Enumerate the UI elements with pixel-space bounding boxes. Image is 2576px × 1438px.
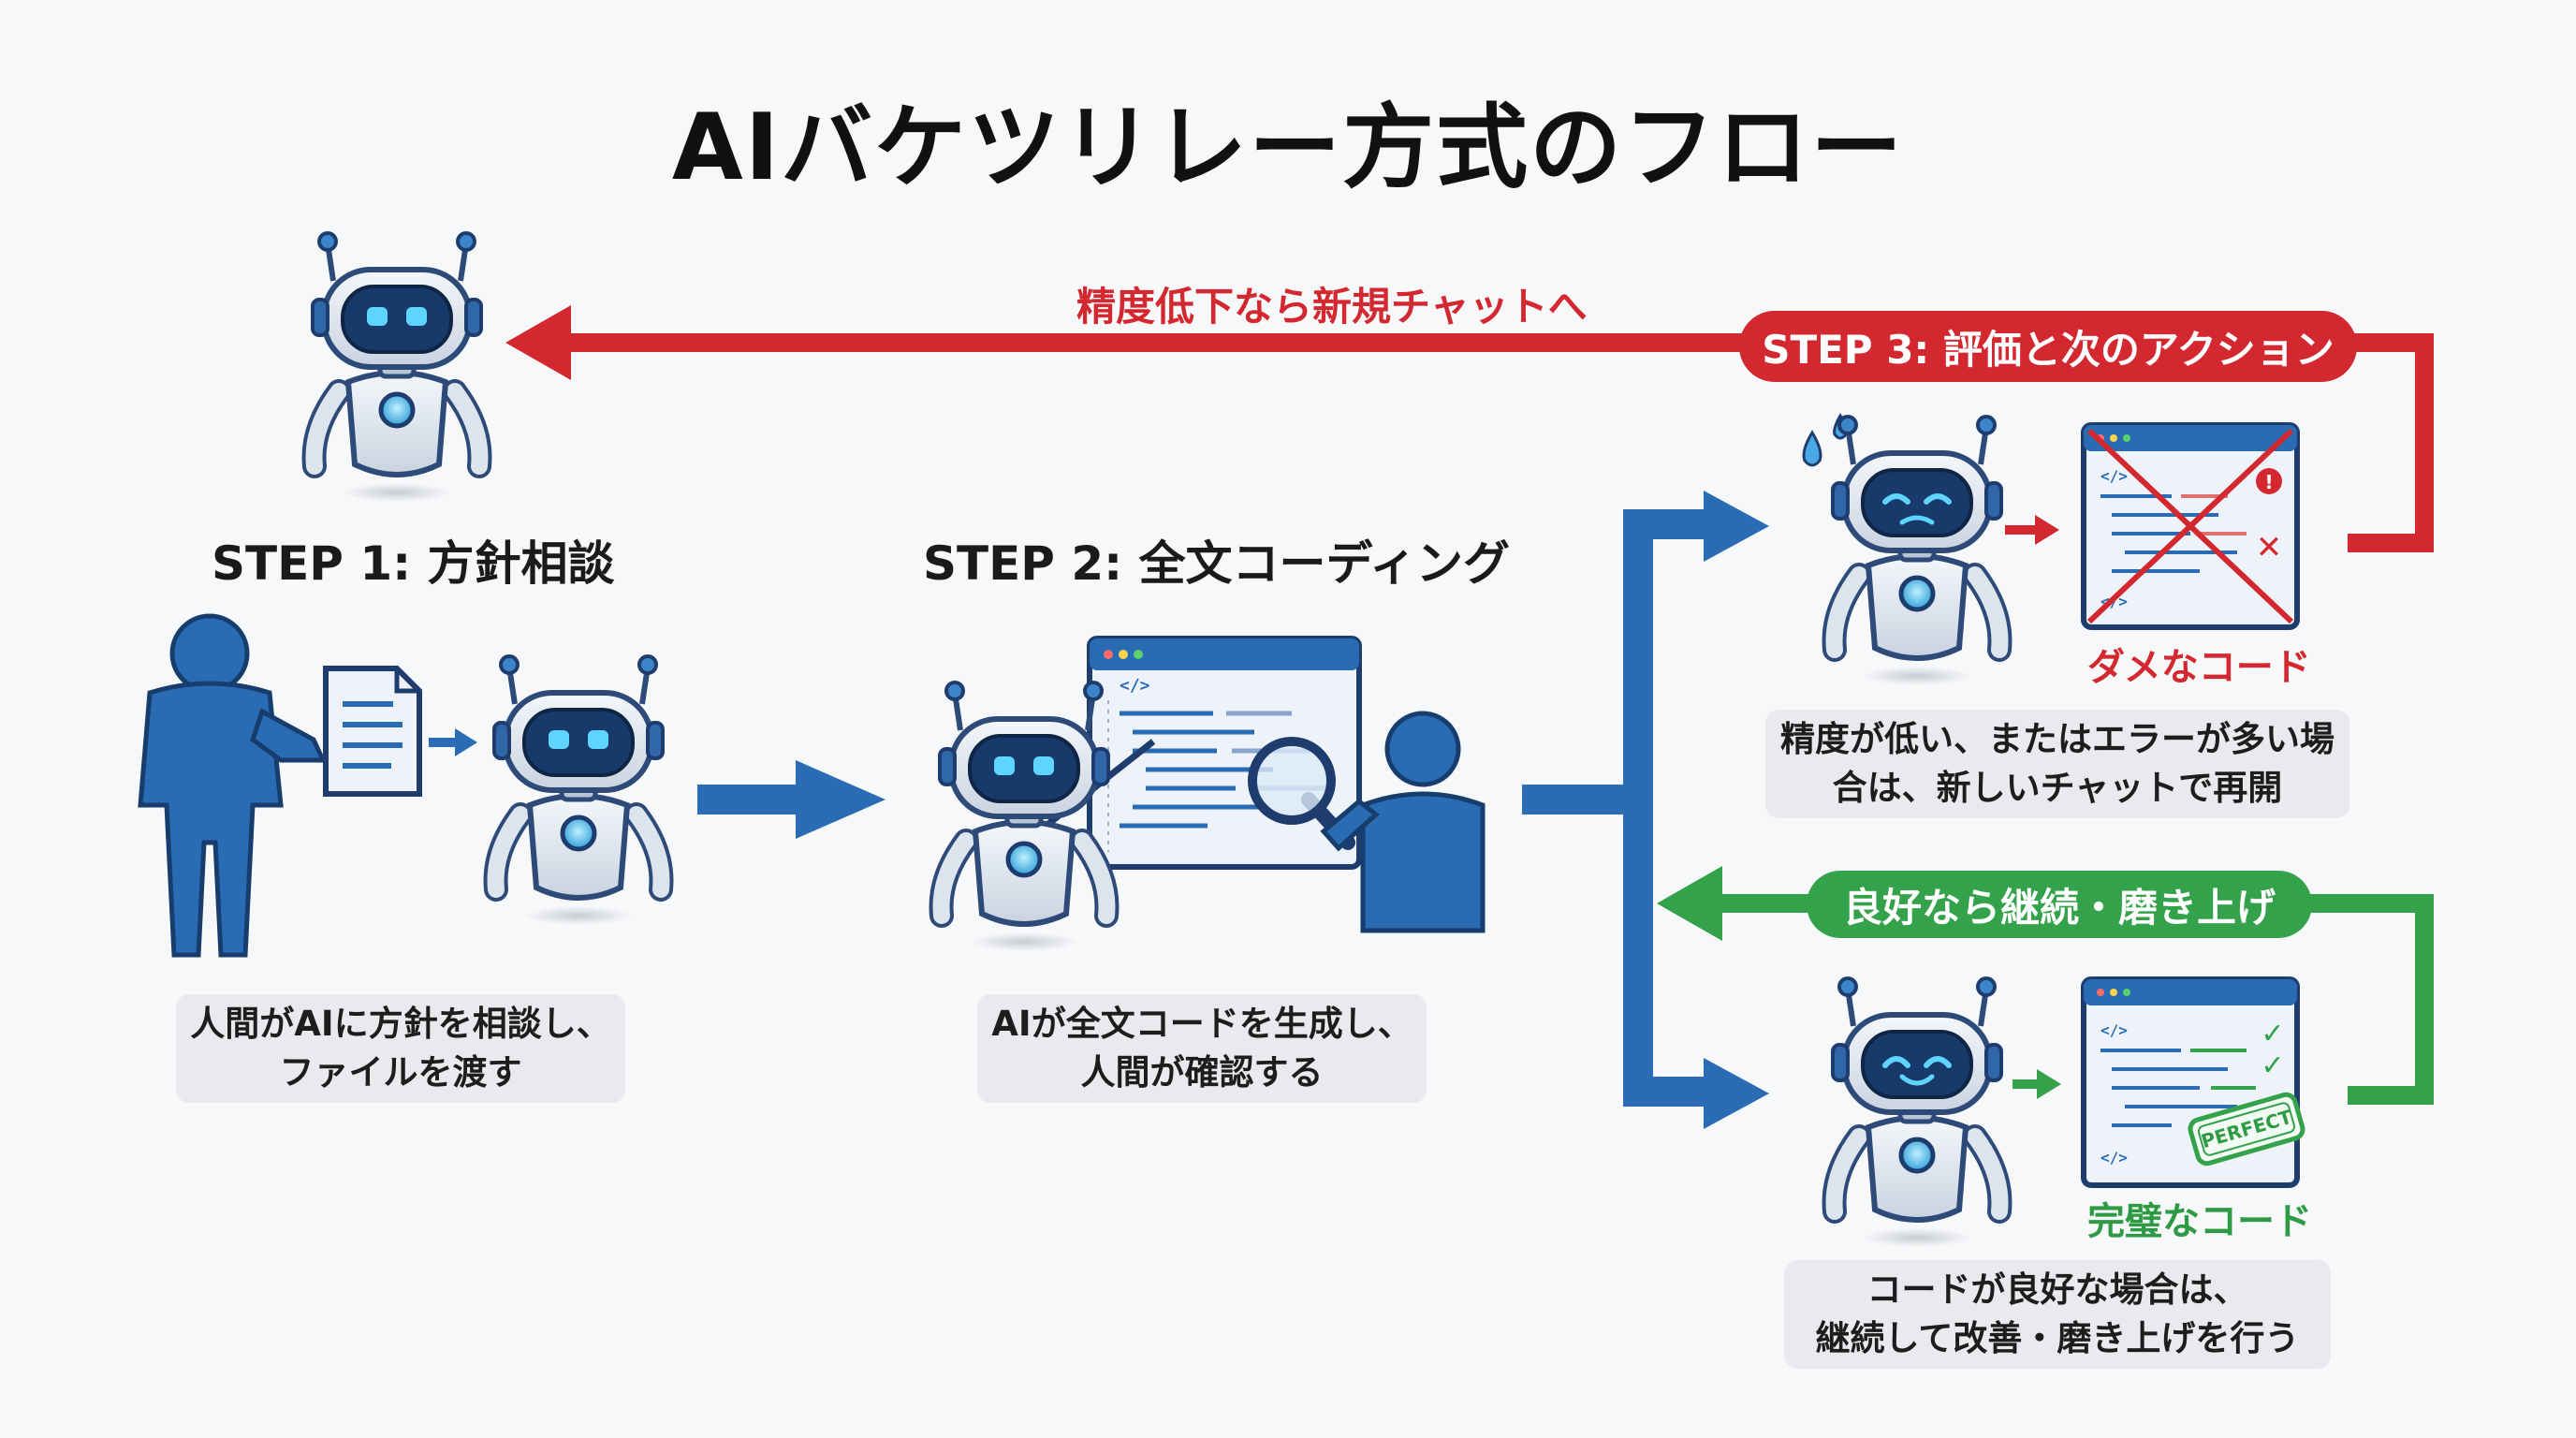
perfect-stamp: PERFECT (2188, 1092, 2305, 1167)
caption-line: 人間が確認する (1080, 1052, 1324, 1093)
step1-title: STEP 1: 方針相談 (212, 536, 615, 591)
good-code-label: 完璧なコード (2087, 1200, 2312, 1243)
good-code-window: </> </> ✓ ✓ PERFECT (2081, 976, 2305, 1188)
caption-line: 精度が低い、またはエラーが多い場 (1780, 719, 2334, 759)
svg-text:</>: </> (2100, 467, 2128, 485)
step2-title: STEP 2: 全文コーディング (923, 536, 1511, 591)
good-caption: コードが良好な場合は、 継続して改善・磨き上げを行う (1784, 1260, 2331, 1369)
step1-caption: 人間がAIに方針を相談し、 ファイルを渡す (176, 994, 625, 1103)
svg-text:</>: </> (2100, 1149, 2128, 1167)
sad-face (1882, 493, 1952, 525)
caption-line: 人間がAIに方針を相談し、 (190, 1004, 611, 1044)
step3-title-pill: STEP 3: 評価と次のアクション (1739, 311, 2357, 382)
svg-text:</>: </> (2100, 1021, 2128, 1039)
caption-line: AIが全文コードを生成し、 (991, 1004, 1412, 1044)
caption-line: ファイルを渡す (279, 1052, 522, 1093)
check-icon: ✓ (2261, 1049, 2284, 1082)
bad-code-window: </> </> ! ✕ (2081, 422, 2300, 630)
step2-caption: AIが全文コードを生成し、 人間が確認する (977, 994, 1427, 1103)
bad-loop-label: 精度低下なら新規チャットへ (1076, 284, 1588, 330)
page-title: AIバケツリレー方式のフロー (671, 95, 1905, 201)
happy-face (1882, 1056, 1952, 1086)
caption-line: 合は、新しいチャットで再開 (1832, 768, 2283, 808)
human-icon-step1 (138, 613, 327, 958)
svg-text:!: ! (2264, 471, 2273, 493)
human-icon-step2 (1320, 711, 1486, 933)
check-icon: ✓ (2261, 1018, 2284, 1050)
cross-icon: ✕ (2256, 529, 2283, 566)
code-tag-icon: </> (1120, 676, 1150, 696)
bad-caption: 精度が低い、またはエラーが多い場 合は、新しいチャットで再開 (1765, 710, 2349, 818)
error-icon (2256, 468, 2282, 494)
document-icon-step1 (323, 666, 422, 797)
bad-code-label: ダメなコード (2087, 646, 2311, 689)
caption-line: コードが良好な場合は、 (1866, 1269, 2248, 1310)
good-loop-pill: 良好なら継続・磨き上げ (1807, 871, 2312, 938)
caption-line: 継続して改善・磨き上げを行う (1815, 1318, 2300, 1358)
